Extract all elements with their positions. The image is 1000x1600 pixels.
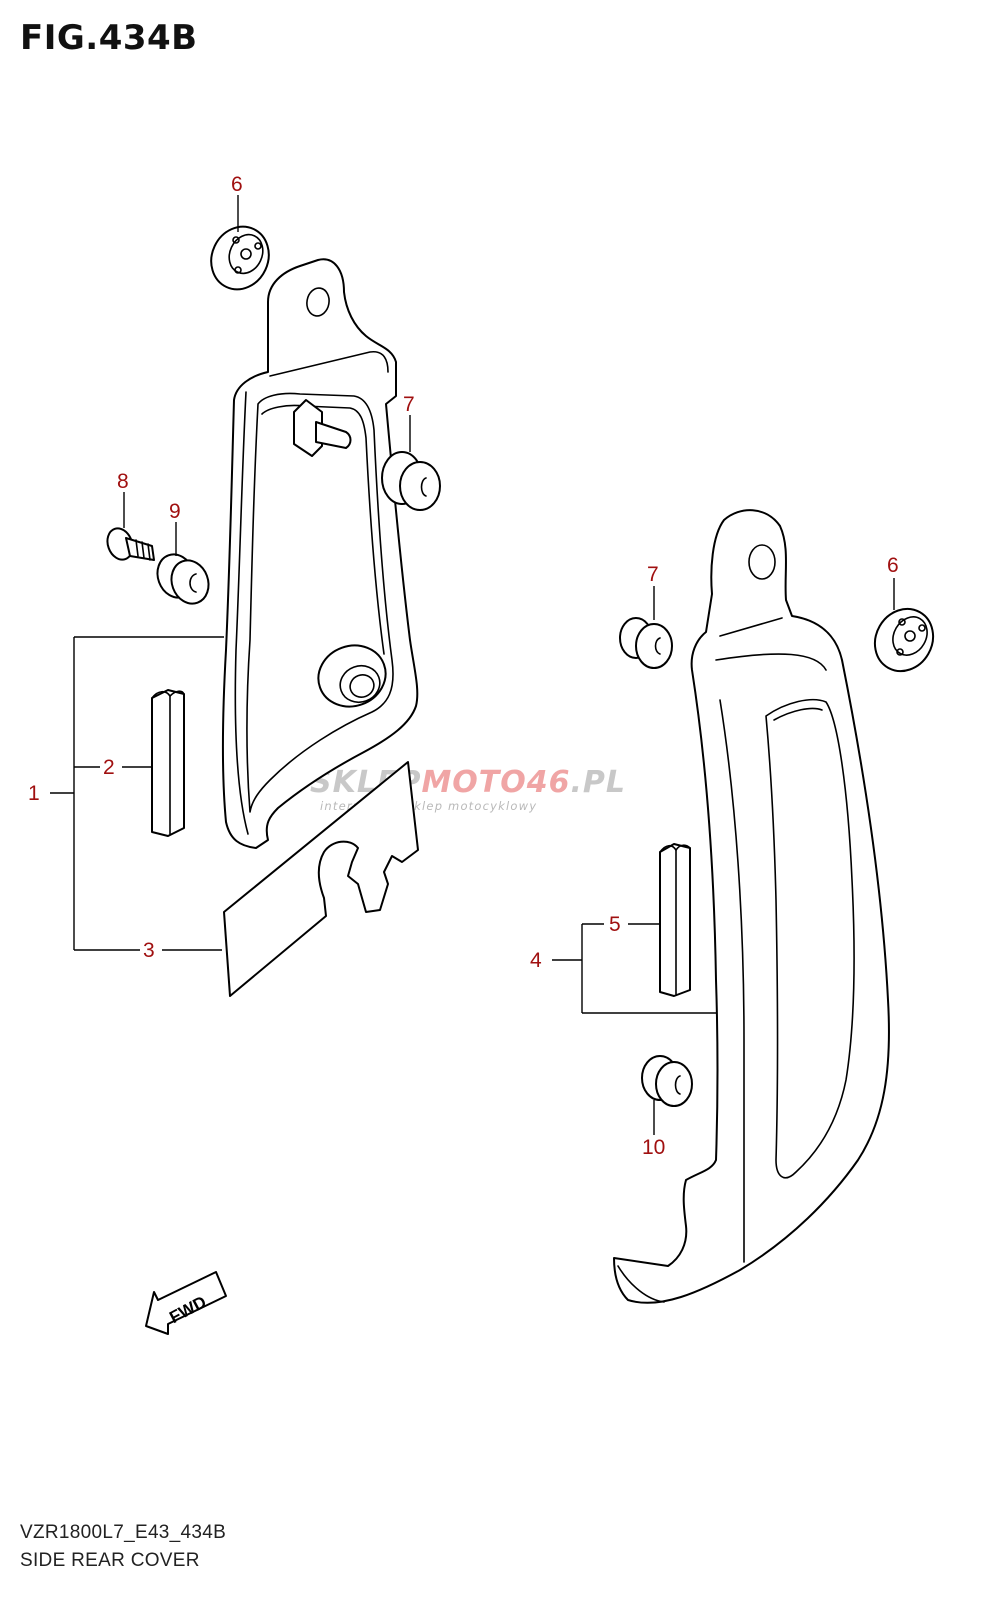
- right-side-cover: [613, 509, 890, 1304]
- model-code: VZR1800L7_E43_434B: [20, 1522, 227, 1543]
- callout-7-left: 7: [403, 393, 415, 416]
- callout-7-right: 7: [647, 563, 659, 586]
- grommet-7-left: [381, 451, 441, 511]
- callout-8: 8: [117, 470, 129, 493]
- callout-1: 1: [28, 782, 40, 805]
- fwd-arrow-icon: FWD: [145, 1271, 227, 1335]
- callout-3: 3: [143, 939, 155, 962]
- grommet-6-right: [873, 607, 935, 673]
- callout-5: 5: [609, 913, 621, 936]
- callout-labels: 1 2 3 4 5 6 6 7 7 8 9 10: [28, 173, 899, 1159]
- bolt-8: [106, 527, 155, 561]
- callout-4: 4: [530, 949, 542, 972]
- grommet-6-left: [210, 225, 270, 291]
- gasket-sheet: [223, 761, 419, 997]
- callout-9: 9: [169, 500, 181, 523]
- strip-right: [659, 843, 691, 997]
- watermark-brand: SKLEPMOTO46.PL: [310, 765, 626, 800]
- callout-10: 10: [642, 1136, 665, 1159]
- left-side-cover: [222, 258, 419, 849]
- callout-6-right: 6: [887, 554, 899, 577]
- figure-title: FIG.434B: [20, 18, 198, 58]
- diagram-caption: SIDE REAR COVER: [20, 1550, 200, 1571]
- callout-6-left: 6: [231, 173, 243, 196]
- strip-left: [151, 689, 185, 837]
- leader-lines: [50, 195, 895, 1135]
- grommet-7-right: [619, 617, 673, 669]
- grommet-10: [641, 1055, 693, 1107]
- grommet-9: [156, 553, 210, 605]
- callout-2: 2: [103, 756, 115, 779]
